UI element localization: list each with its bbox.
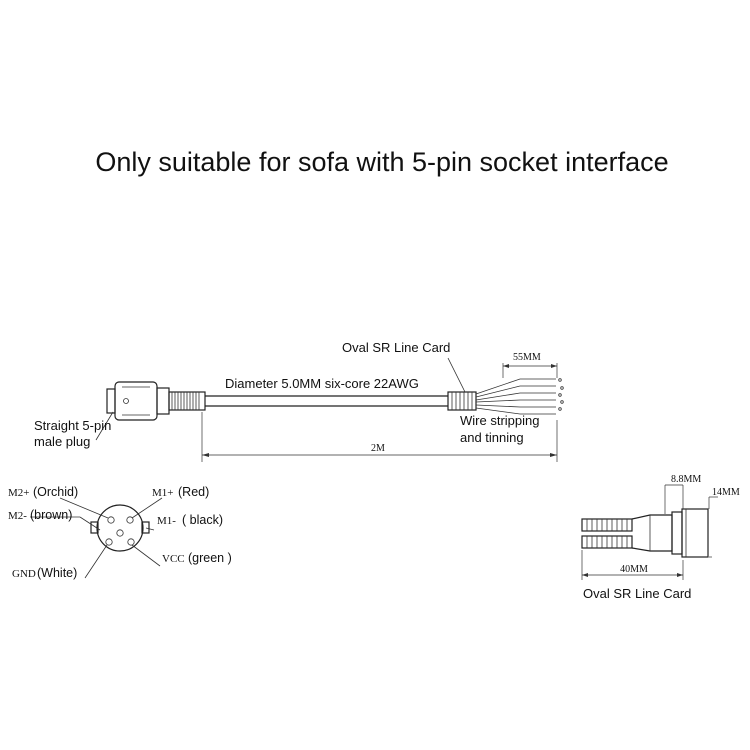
card-detail-label: Oval SR Line Card <box>583 586 691 601</box>
cable-assembly: Oval SR Line Card Diameter 5.0MM six-cor… <box>34 340 564 462</box>
pin-vcc: VCC <box>162 553 185 565</box>
plug-label-line1: Straight 5-pin <box>34 418 111 433</box>
stripped-wires <box>475 378 564 415</box>
total-length-dimension <box>201 412 558 462</box>
card-width-label: 14MM <box>712 487 740 498</box>
plug-label-line2: male plug <box>34 434 90 449</box>
diameter-label: Diameter 5.0MM six-core 22AWG <box>225 376 419 391</box>
card-detail: 8.8MM 14MM 40MM Oval SR Line Card <box>581 474 740 601</box>
pin-gnd-color: (White) <box>37 566 77 580</box>
stripping-label-line1: Wire stripping <box>460 413 539 428</box>
stripping-label-line2: and tinning <box>460 430 524 445</box>
pin-m2-minus: M2- <box>8 510 27 522</box>
oval-card-label: Oval SR Line Card <box>342 340 450 355</box>
pin-m2-plus-color: (Orchid) <box>33 485 78 499</box>
pin-vcc-color: (green ) <box>188 551 232 565</box>
cable-body <box>205 395 448 407</box>
pin-m2-plus: M2+ <box>8 487 29 499</box>
pin-m1-plus-color: (Red) <box>178 485 209 499</box>
strip-length-dimension <box>502 363 558 378</box>
pin-m2-minus-color: (brown) <box>30 508 72 522</box>
pinout-diagram: M2+ (Orchid) M1+ (Red) M2- (brown) M1- (… <box>8 485 232 580</box>
diagram-title: Only suitable for sofa with 5-pin socket… <box>95 147 668 177</box>
pin-gnd: GND <box>12 568 36 580</box>
pin-m1-minus: M1- <box>157 515 176 527</box>
pin-m1-plus: M1+ <box>152 487 173 499</box>
card-height-label: 8.8MM <box>671 474 701 485</box>
oval-line-card <box>447 391 477 411</box>
pin-m1-minus-color: ( black) <box>182 513 223 527</box>
card-length-label: 40MM <box>620 564 648 575</box>
male-plug <box>106 381 206 421</box>
total-length-label: 2M <box>371 443 385 454</box>
strip-length-label: 55MM <box>513 352 541 363</box>
